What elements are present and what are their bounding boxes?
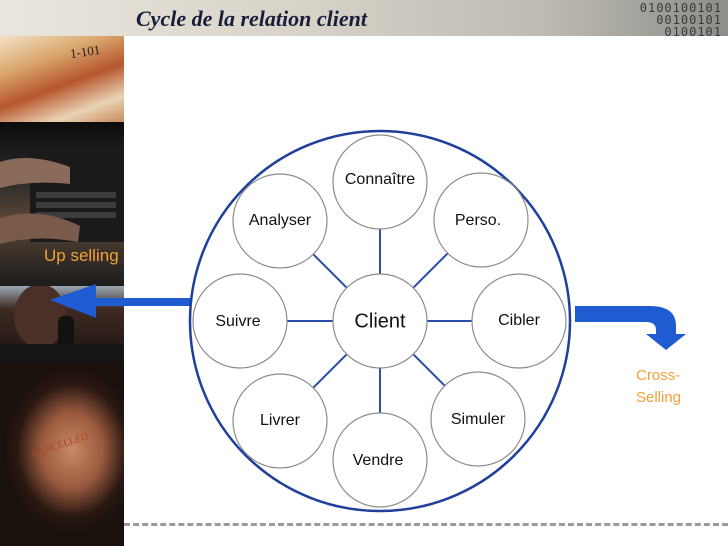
node-bottom-right-circle — [430, 371, 526, 467]
page-title: Cycle de la relation client — [136, 6, 367, 31]
node-bottom-circle — [332, 412, 428, 508]
node-top-left-circle — [232, 173, 328, 269]
binary-decoration: 0100100101 00100101 0100101 — [532, 2, 722, 38]
woman-portrait-photo: CANCELLED — [0, 362, 124, 546]
node-top-label: Connaître — [344, 171, 416, 188]
photo-strip: 1-101 CANCELLED — [0, 36, 124, 546]
binary-line: 00100101 — [656, 13, 722, 27]
node-top-right-label: Perso. — [454, 212, 502, 229]
node-left-circle — [192, 273, 288, 369]
cross-selling-arrow — [575, 306, 686, 350]
center-node-label: Client — [354, 310, 406, 333]
node-top-right-circle — [433, 172, 529, 268]
keyboard-hands-photo — [0, 122, 124, 286]
node-top-left-label: Analyser — [248, 212, 312, 229]
binary-line: 0100101 — [664, 25, 722, 39]
keyboard-hands-illustration — [0, 152, 124, 244]
node-bottom-left-label: Livrer — [259, 412, 301, 429]
phone-man-illustration — [0, 286, 124, 362]
center-node-circle — [332, 273, 428, 369]
node-top-circle — [332, 134, 428, 230]
node-bottom-label: Vendre — [352, 452, 404, 469]
dashed-divider — [124, 523, 728, 526]
newspaper-photo: 1-101 — [0, 36, 124, 122]
binary-line: 0100100101 — [639, 1, 722, 15]
cross-selling-line: Cross- — [636, 367, 681, 384]
up-selling-label: Up selling — [44, 246, 119, 265]
node-bottom-right-label: Simuler — [450, 411, 506, 428]
node-right-circle — [471, 273, 567, 369]
up-selling-arrow — [50, 284, 190, 318]
cross-selling-label: Cross- Selling — [636, 365, 681, 409]
node-bottom-left-circle — [232, 373, 328, 469]
cross-selling-line: Selling — [636, 389, 682, 406]
node-right-label: Cibler — [498, 312, 540, 329]
node-left-label: Suivre — [215, 313, 261, 330]
header-background — [0, 0, 728, 36]
